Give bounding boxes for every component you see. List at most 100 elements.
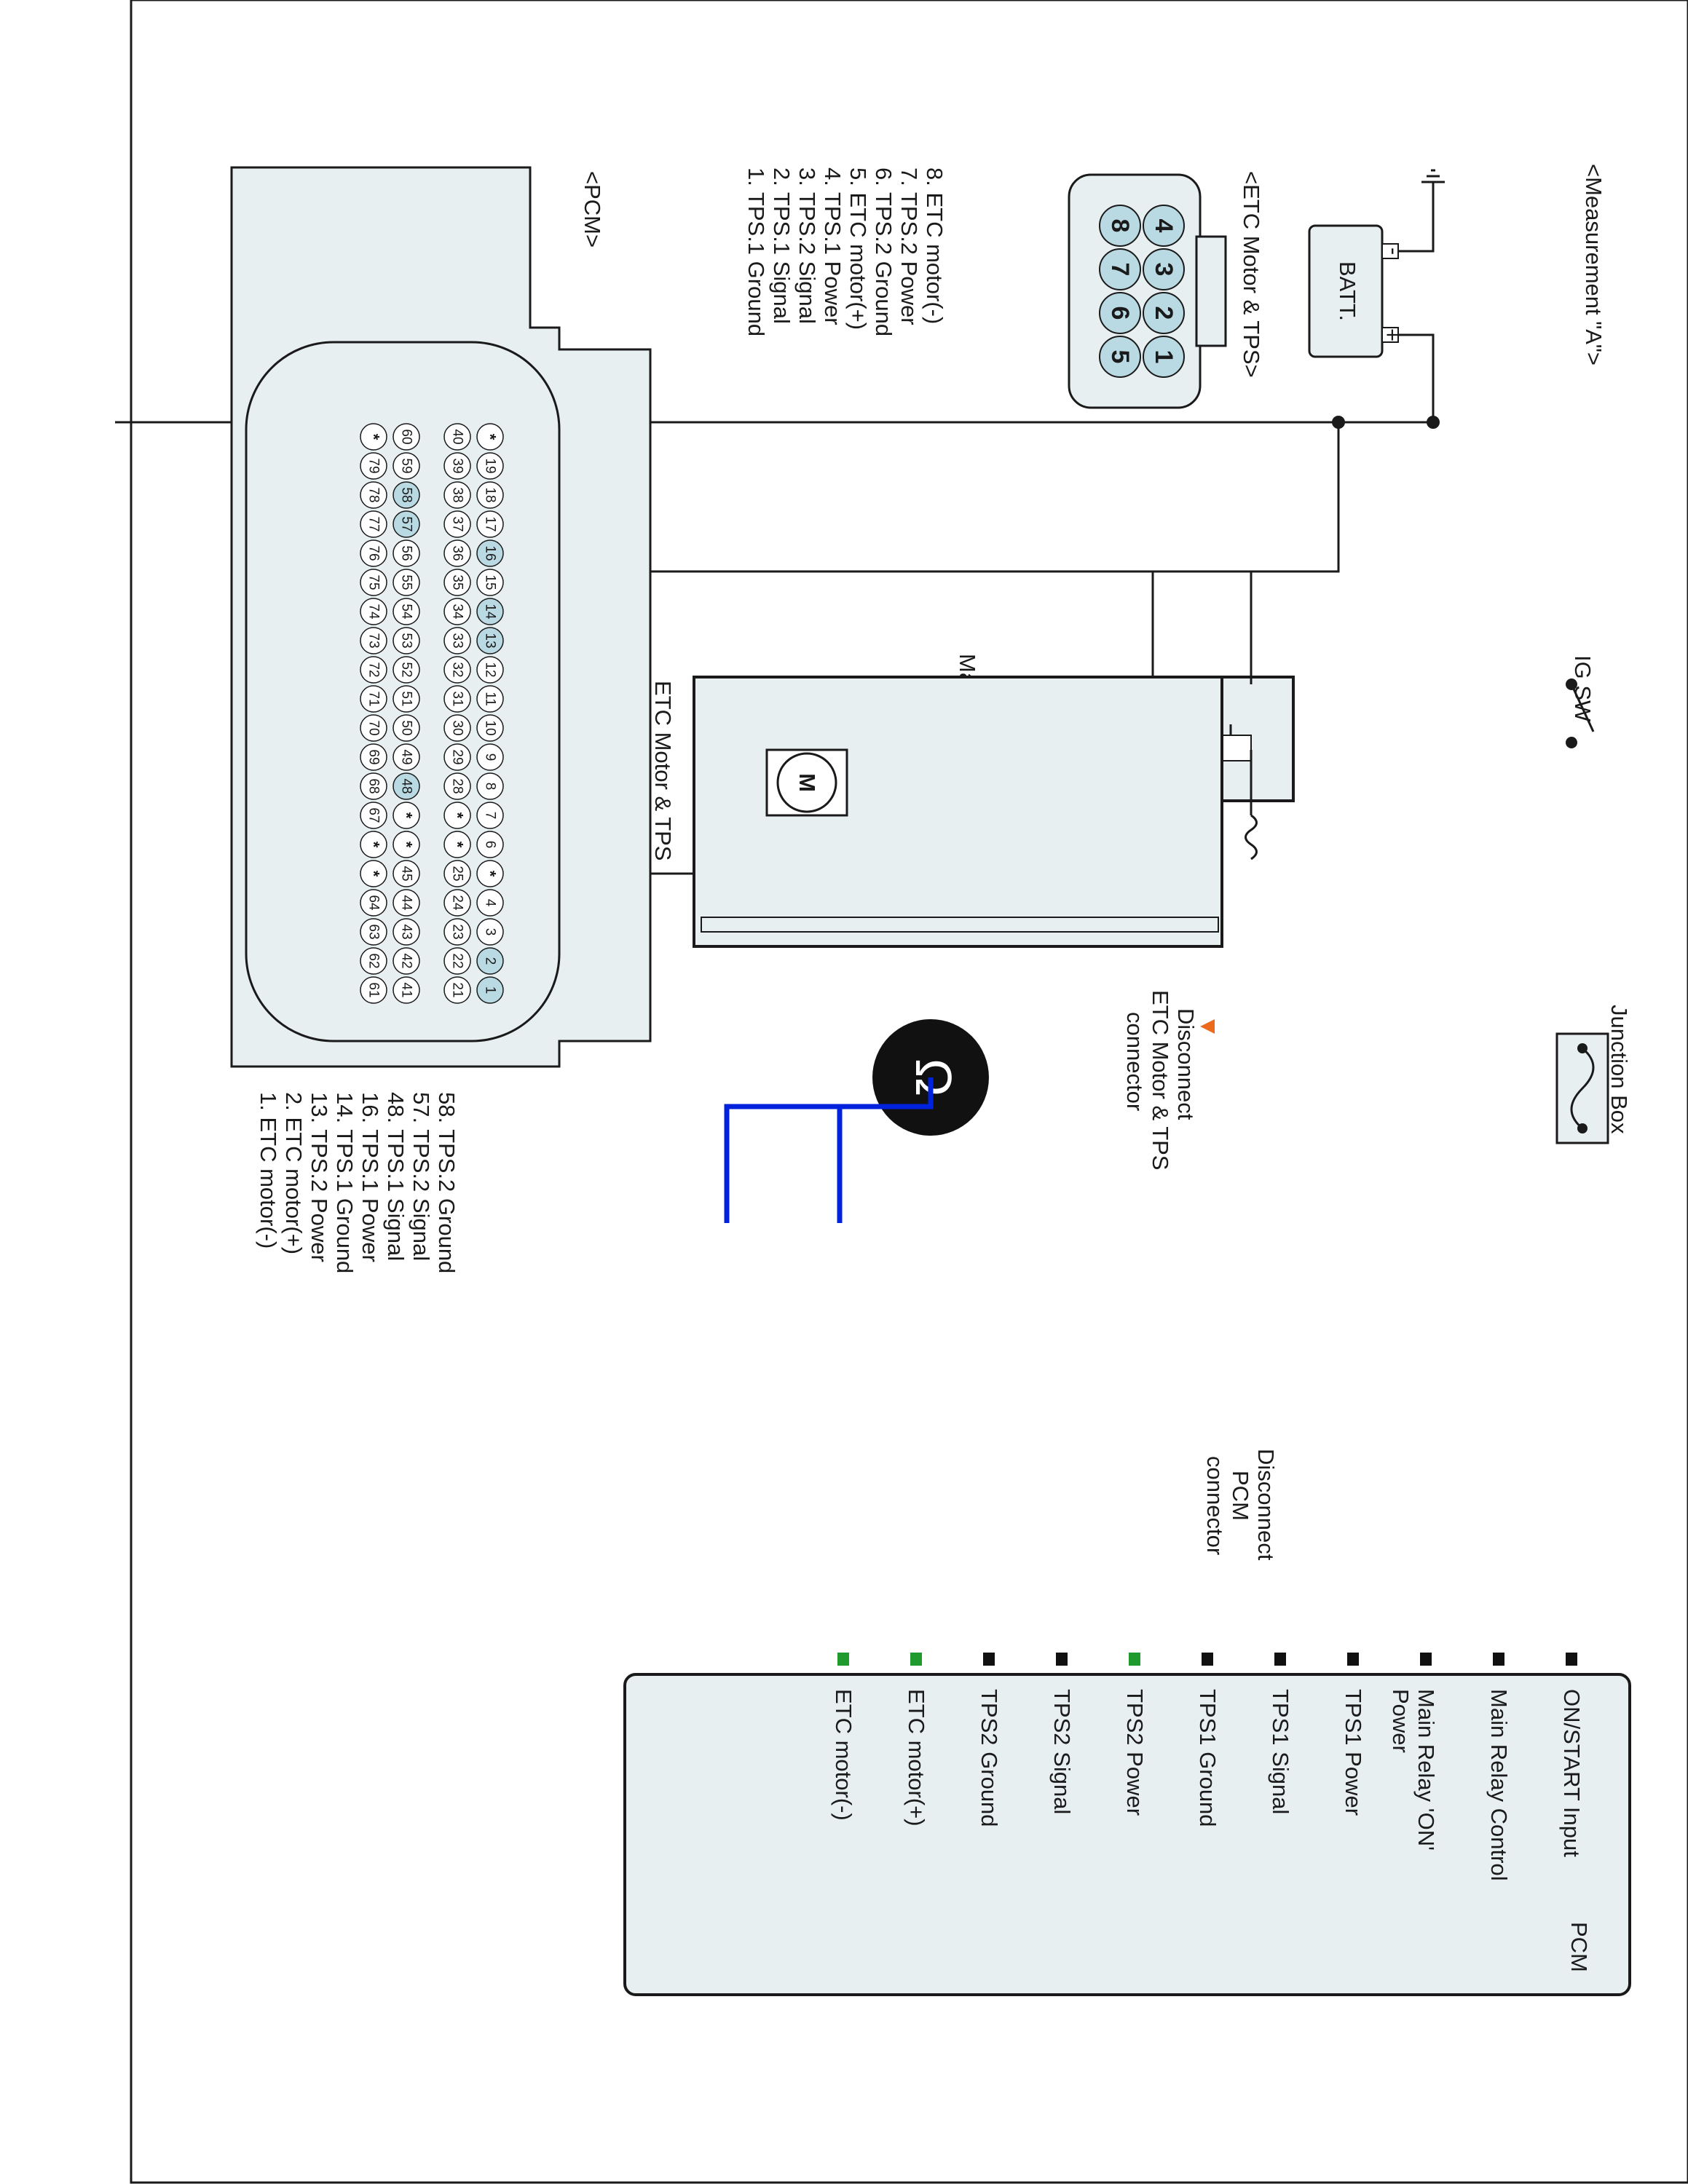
pcm-terminal-pin (983, 1653, 995, 1666)
pcm-pin (393, 569, 420, 596)
pcm-pin (476, 656, 504, 684)
pcm-terminal-label: TPS1 Power (1341, 1689, 1366, 1816)
pcm-pin-number: 16 (483, 545, 498, 561)
pcm-pin (476, 976, 504, 1004)
pcm-pin (443, 423, 471, 451)
pcm-terminal-label: TPS2 Ground (977, 1689, 1002, 1827)
pcm-terminal-pin (1566, 1653, 1577, 1666)
pcm-pin (360, 423, 387, 451)
pcm-terminal-pin (1056, 1653, 1068, 1666)
etc-pin-list-item: 7. TPS.2 Power (896, 167, 922, 325)
pcm-terminal-pin (1274, 1653, 1286, 1666)
pcm-pin-number: 58 (399, 487, 414, 502)
pcm-pin (360, 743, 387, 771)
pcm-pin (476, 452, 504, 480)
etc-pin-number: 2 (1150, 306, 1178, 320)
pcm-terminal-label-line2: Power (1388, 1689, 1413, 1753)
pcm-pin (476, 423, 504, 451)
svg-text:PCM: PCM (1228, 1471, 1253, 1521)
etc-pin-number: 1 (1150, 350, 1178, 364)
pcm-pin-number: 44 (399, 895, 414, 911)
ohmmeter: Ω (724, 1019, 989, 1223)
pcm-pin-number: 59 (399, 458, 414, 473)
pcm-pin-number: 52 (399, 662, 414, 677)
pcm-pin (393, 627, 420, 654)
pcm-pin-number: 41 (399, 982, 414, 997)
pcm-pin (393, 685, 420, 713)
etc-pin-number: 6 (1106, 306, 1134, 320)
pcm-pin-number: 72 (366, 662, 382, 677)
pcm-pin (443, 627, 471, 654)
pcm-pin-number: * (398, 842, 416, 848)
pcm-pin (360, 627, 387, 654)
pcm-terminal-pin (1347, 1653, 1359, 1666)
pcm-pin (476, 918, 504, 946)
pcm-pin-number: 50 (399, 720, 414, 735)
pcm-pin (443, 714, 471, 742)
etc-connector-heading: <ETC Motor & TPS> (1239, 171, 1264, 378)
pcm-pin-number: 79 (366, 458, 382, 473)
pcm-pin (476, 947, 504, 975)
pcm-pin (393, 860, 420, 887)
pcm-pin-list-item: 2. ETC motor(+) (281, 1092, 307, 1254)
svg-text:M: M (794, 773, 820, 792)
pcm-pin-list-item: 16. TPS.1 Power (358, 1092, 383, 1262)
pcm-pin (443, 802, 471, 829)
pcm-pin (360, 772, 387, 800)
pcm-pin-number: 2 (483, 957, 498, 965)
etc-pin-number: 7 (1106, 263, 1134, 277)
pcm-pin-list-item: 13. TPS.2 Power (307, 1092, 332, 1262)
svg-text:Junction Box: Junction Box (1606, 1005, 1632, 1134)
pcm-pin (393, 714, 420, 742)
pcm-pin-number: 77 (366, 516, 382, 531)
pcm-pin-number: 31 (450, 691, 465, 706)
pcm-pin-number: 35 (450, 574, 465, 590)
etc-pin (1143, 292, 1185, 334)
pcm-pin (360, 685, 387, 713)
etc-pin-number: 4 (1150, 219, 1178, 233)
pcm-pin (443, 772, 471, 800)
pcm-pin-number: * (449, 812, 467, 819)
pcm-pin (443, 598, 471, 625)
pcm-pin-number: 28 (450, 778, 465, 794)
pcm-pin-number: 74 (366, 604, 382, 620)
pcm-pin (360, 598, 387, 625)
pcm-pin-number: 49 (399, 749, 414, 764)
pcm-pin-number: 21 (450, 982, 465, 997)
pcm-pin-number: 48 (399, 778, 414, 794)
pcm-pin-number: 4 (483, 899, 498, 907)
pcm-pin-number: 22 (450, 953, 465, 968)
pcm-pin (443, 947, 471, 975)
pcm-pin (393, 947, 420, 975)
pcm-pin (393, 889, 420, 917)
pcm-pin (476, 569, 504, 596)
pcm-terminal-label: TPS1 Ground (1195, 1689, 1220, 1827)
pcm-terminal-pin (1129, 1653, 1140, 1666)
pcm-pin-number: 61 (366, 982, 382, 997)
pcm-pin (360, 452, 387, 480)
pcm-pin-number: 51 (399, 691, 414, 706)
pcm-pin-number: 33 (450, 633, 465, 648)
battery: BATT. - + (1308, 224, 1407, 358)
etc-pin-list-item: 8. ETC motor(-) (922, 167, 947, 324)
svg-text:-: - (1381, 248, 1407, 255)
pcm-pin-number: * (481, 871, 500, 877)
pcm-pin-number: 23 (450, 924, 465, 939)
pcm-pin-number: 39 (450, 458, 465, 473)
pcm-pin (393, 918, 420, 946)
etc-pin-list-item: 2. TPS.1 Signal (769, 167, 794, 324)
pcm-terminal-pin (910, 1653, 922, 1666)
pcm-pin-number: 76 (366, 545, 382, 561)
svg-text:Ω: Ω (905, 1059, 962, 1096)
pcm-pin (476, 481, 504, 509)
pcm-pin (476, 714, 504, 742)
pcm-pin (360, 802, 387, 829)
pcm-terminal-label: Main Relay Control (1486, 1689, 1512, 1881)
pcm-pin (443, 831, 471, 858)
pcm-pin (393, 510, 420, 538)
pcm-pin-number: 29 (450, 749, 465, 764)
pcm-pin (443, 539, 471, 567)
pcm-pin-number: 43 (399, 924, 414, 939)
